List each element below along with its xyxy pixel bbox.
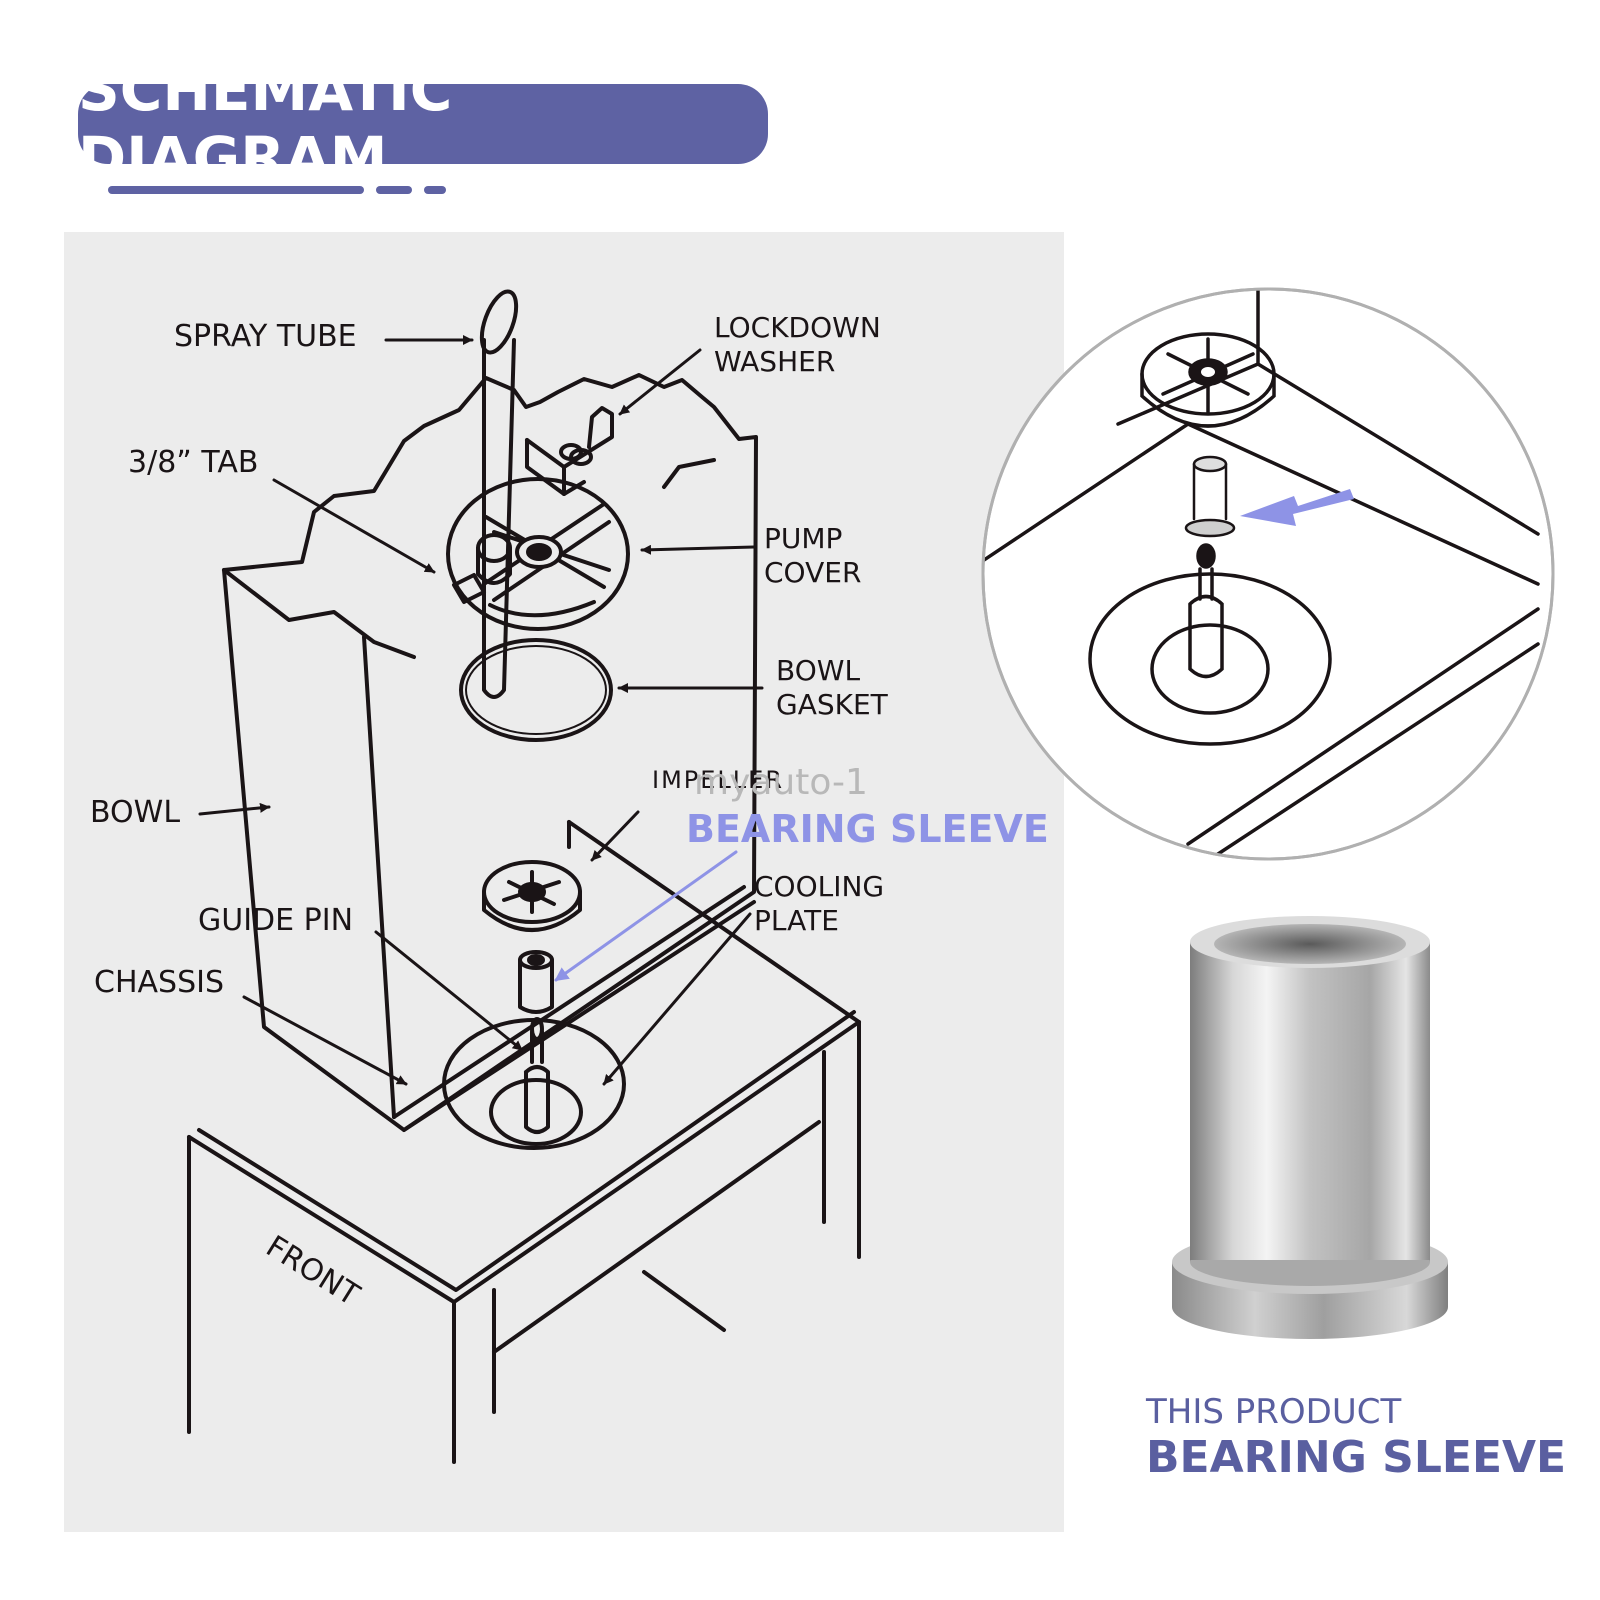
header-underline — [108, 186, 364, 194]
label-cooling-plate-1: COOLING — [754, 870, 884, 903]
impeller — [482, 860, 582, 932]
label-bearing-sleeve: BEARING SLEEVE — [686, 807, 1049, 851]
bearing-sleeve-part — [518, 950, 554, 1014]
detail-arrow — [1240, 489, 1354, 526]
label-guide-pin: GUIDE PIN — [198, 903, 353, 938]
label-cooling-plate-2: PLATE — [754, 904, 839, 937]
label-tab: 3/8” TAB — [128, 445, 258, 480]
label-spray-tube: SPRAY TUBE — [174, 319, 357, 354]
schematic-diagram: SPRAY TUBE LOCKDOWN WASHER 3/8” TAB PUMP… — [64, 232, 1064, 1532]
pump-cover — [446, 477, 630, 631]
label-pump-cover-1: PUMP — [764, 522, 842, 555]
watermark-text: myauto-1 — [694, 762, 868, 803]
detail-magnifier — [981, 287, 1555, 861]
label-lockdown-washer-1: LOCKDOWN — [714, 311, 881, 344]
leader-lines — [198, 335, 764, 1086]
bearing-sleeve-photo — [1172, 916, 1448, 1339]
label-chassis: CHASSIS — [94, 965, 224, 1000]
chassis-outline — [187, 820, 861, 1464]
label-bowl-gasket-2: GASKET — [776, 688, 889, 721]
cooling-plate — [442, 1018, 626, 1150]
header-title: SCHEMATIC DIAGRAM — [78, 56, 453, 192]
spray-tube — [479, 289, 519, 699]
product-caption-top: THIS PRODUCT — [1146, 1392, 1402, 1432]
label-bowl: BOWL — [90, 795, 180, 830]
label-lockdown-washer-2: WASHER — [714, 345, 835, 378]
diagram-panel — [64, 232, 1064, 1532]
bowl-gasket — [459, 638, 613, 742]
header-underline-dash-1 — [376, 186, 412, 194]
product-caption-bottom: BEARING SLEEVE — [1146, 1432, 1567, 1483]
bearing-sleeve-pointer — [554, 850, 738, 982]
header-underline-dash-2 — [424, 186, 446, 194]
label-bowl-gasket-1: BOWL — [776, 654, 860, 687]
bowl-outline — [222, 373, 758, 1132]
label-pump-cover-2: COVER — [764, 556, 861, 589]
label-impeller: IMPELLER — [652, 766, 784, 794]
header-title-pill: SCHEMATIC DIAGRAM — [78, 56, 768, 192]
